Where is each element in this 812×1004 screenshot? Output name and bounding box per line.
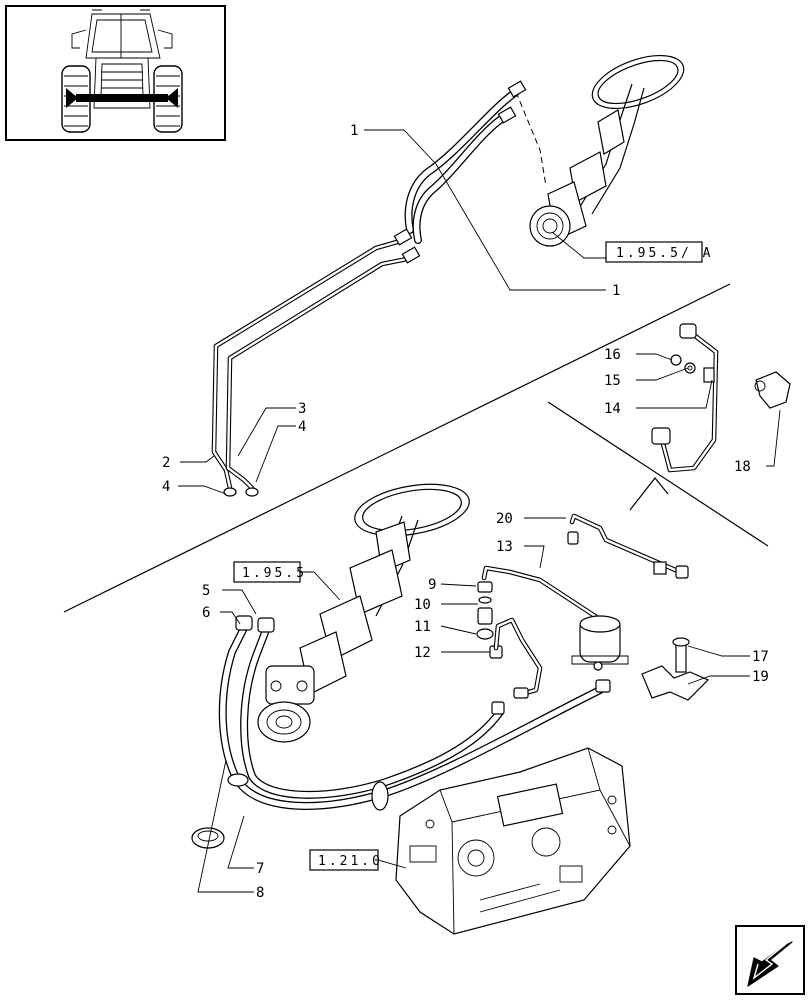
- callout-3: 3: [298, 401, 306, 417]
- leader-lines: [178, 129, 781, 893]
- callout-12: 12: [414, 645, 431, 661]
- callout-18: 18: [734, 459, 751, 475]
- callout-10: 10: [414, 597, 431, 613]
- callout-5: 5: [202, 583, 210, 599]
- callout-11: 11: [414, 619, 431, 635]
- callout-16: 16: [604, 347, 621, 363]
- callout-17: 17: [752, 649, 769, 665]
- callout-4-left: 4: [162, 479, 170, 495]
- callout-20: 20: [496, 511, 513, 527]
- lower-steering-column: [257, 483, 470, 743]
- pipe-13: [481, 565, 601, 699]
- svg-text:1.95.5/ A: 1.95.5/ A: [616, 246, 713, 261]
- detail-divider: [547, 401, 769, 547]
- detail-pointer: [629, 477, 669, 511]
- svg-text:1.21.0: 1.21.0: [318, 854, 383, 869]
- reference-box-1-21-0[interactable]: 1.21.0: [309, 849, 383, 871]
- tractor-front-view-icon[interactable]: [5, 5, 226, 141]
- callout-9: 9: [428, 577, 436, 593]
- callout-2: 2: [162, 455, 170, 471]
- callout-7: 7: [256, 861, 264, 877]
- callout-13: 13: [496, 539, 513, 555]
- callout-19: 19: [752, 669, 769, 685]
- callout-6: 6: [202, 605, 210, 621]
- reference-box-1-95-5[interactable]: 1.95.5: [233, 561, 307, 583]
- lower-steering-hoses: [218, 615, 611, 811]
- transmission-housing: [395, 747, 631, 935]
- fittings-9-12: [476, 581, 503, 659]
- elbow-fitting-18: [754, 371, 791, 409]
- reference-box-1-95-5-a[interactable]: 1.95.5/ A: [605, 241, 713, 263]
- arrow-down-left-icon[interactable]: [735, 925, 805, 995]
- callout-1-top: 1: [350, 123, 358, 139]
- section-divider: [63, 283, 731, 613]
- callout-15: 15: [604, 373, 621, 389]
- callout-4-right: 4: [298, 419, 306, 435]
- upper-hydraulic-pipes: [211, 80, 527, 497]
- callout-14: 14: [604, 401, 621, 417]
- pipe-20: [567, 513, 689, 579]
- upper-steering-column: [515, 55, 685, 247]
- callout-labels: 1 1 2 3 4 4 5 6 7 8 9 10 11 12 13 14 15 …: [162, 123, 769, 901]
- svg-text:1.95.5: 1.95.5: [242, 566, 307, 581]
- accumulator: [571, 615, 629, 671]
- clamp-with-screw: [641, 637, 710, 701]
- callout-1-bottom: 1: [612, 283, 620, 299]
- callout-8: 8: [256, 885, 264, 901]
- return-pipe-detail: [651, 323, 719, 473]
- hose-clamp-8: [191, 827, 225, 849]
